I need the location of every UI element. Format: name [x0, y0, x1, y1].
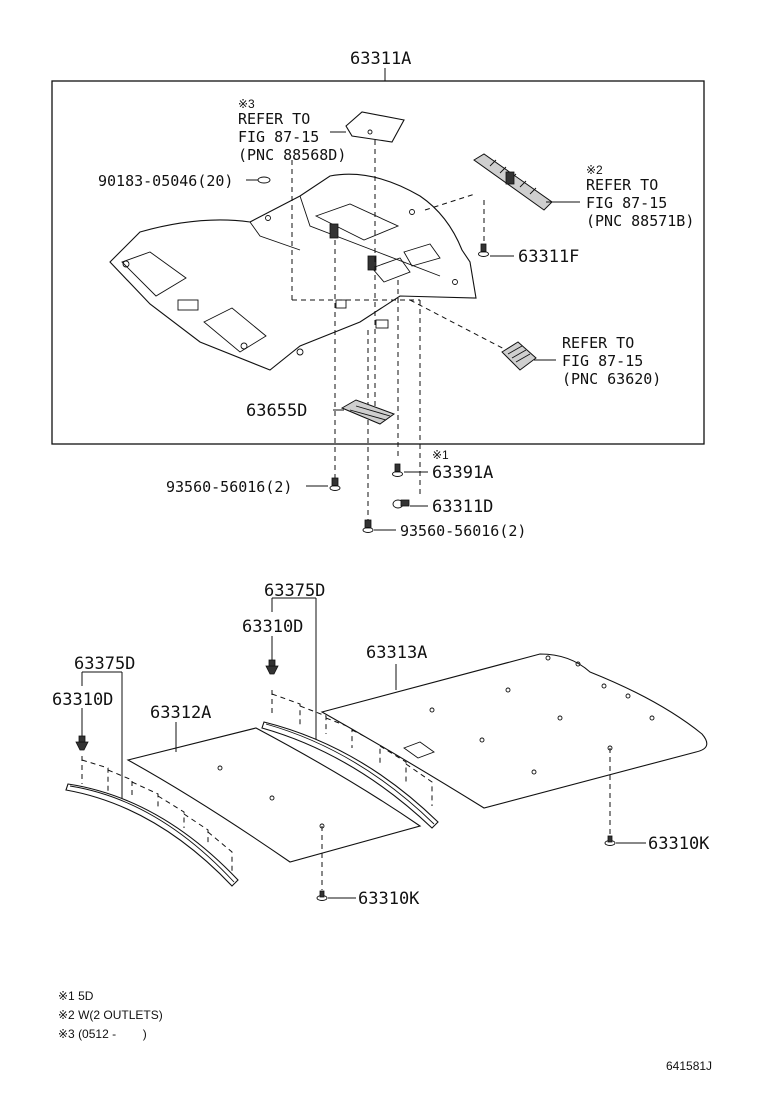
refer-88568d-line3: (PNC 88568D)	[238, 146, 346, 164]
label-63391a: 63391A	[432, 463, 493, 483]
refer-88571b-line2: FIG 87-15	[586, 194, 667, 212]
pad-63655d	[340, 399, 396, 425]
left-rail-retainer	[65, 735, 239, 887]
label-63311f: 63311F	[518, 247, 579, 267]
label-93560-right: 93560-56016(2)	[400, 522, 526, 540]
label-63310d-right: 63310D	[242, 617, 303, 637]
sunroof-cover-part	[345, 111, 405, 143]
headliner-assembly-frame	[51, 80, 705, 445]
clip-63310k-center	[316, 890, 328, 901]
headliner-panel	[109, 173, 477, 371]
right-callout-bracket	[271, 597, 317, 740]
screw-left	[329, 477, 341, 491]
label-63310k-right: 63310K	[648, 834, 710, 854]
vent-register-part	[501, 341, 537, 371]
label-63310k-center: 63310K	[358, 889, 420, 909]
label-63313a: 63313A	[366, 643, 427, 663]
note-1: ※1 5D	[58, 989, 94, 1003]
note-2: ※2 W(2 OUTLETS)	[58, 1008, 163, 1022]
screw-right	[362, 519, 374, 533]
label-63311a: 63311A	[350, 49, 411, 69]
refer-88571b-line3: (PNC 88571B)	[586, 212, 694, 230]
label-63311d: 63311D	[432, 497, 493, 517]
label-63310d-left: 63310D	[52, 690, 113, 710]
label-63312a: 63312A	[150, 703, 211, 723]
bolt-63311f	[478, 243, 489, 257]
rear-outlet-part	[473, 153, 553, 211]
refer-88571b-line1: REFER TO	[586, 176, 658, 194]
console-opening	[371, 257, 411, 283]
washer-90183	[257, 176, 271, 184]
headliner-slot	[177, 299, 199, 311]
label-63655d: 63655D	[246, 401, 307, 421]
assembly-guide-lines	[291, 140, 511, 520]
note2-marker: ※2	[586, 163, 603, 177]
note3-marker: ※3	[238, 97, 255, 111]
left-callout-bracket	[81, 671, 123, 800]
label-63375d-right: 63375D	[264, 581, 325, 601]
headliner-pad-63313a	[320, 653, 708, 809]
refer-63620-line3: (PNC 63620)	[562, 370, 661, 388]
note-3: ※3 (0512 - )	[58, 1027, 147, 1041]
refer-63620-line1: REFER TO	[562, 334, 634, 352]
refer-63620-line2: FIG 87-15	[562, 352, 643, 370]
headliner-opening-left	[121, 251, 187, 297]
clip-63311d	[392, 499, 410, 509]
figure-id: 641581J	[666, 1059, 712, 1073]
sunroof-opening	[314, 203, 400, 241]
clip-63391a	[392, 463, 403, 477]
clip-63310k-right	[604, 835, 616, 846]
label-93560-left: 93560-56016(2)	[166, 478, 292, 496]
headliner-opening-right	[203, 307, 267, 353]
headliner-pad-63312a	[126, 727, 422, 863]
refer-88568d-line1: REFER TO	[238, 110, 310, 128]
label-90183-05046: 90183-05046(20)	[98, 172, 233, 190]
note1-marker: ※1	[432, 448, 449, 462]
clip-part	[329, 223, 339, 239]
refer-88568d-line2: FIG 87-15	[238, 128, 319, 146]
label-63375d-left: 63375D	[74, 654, 135, 674]
